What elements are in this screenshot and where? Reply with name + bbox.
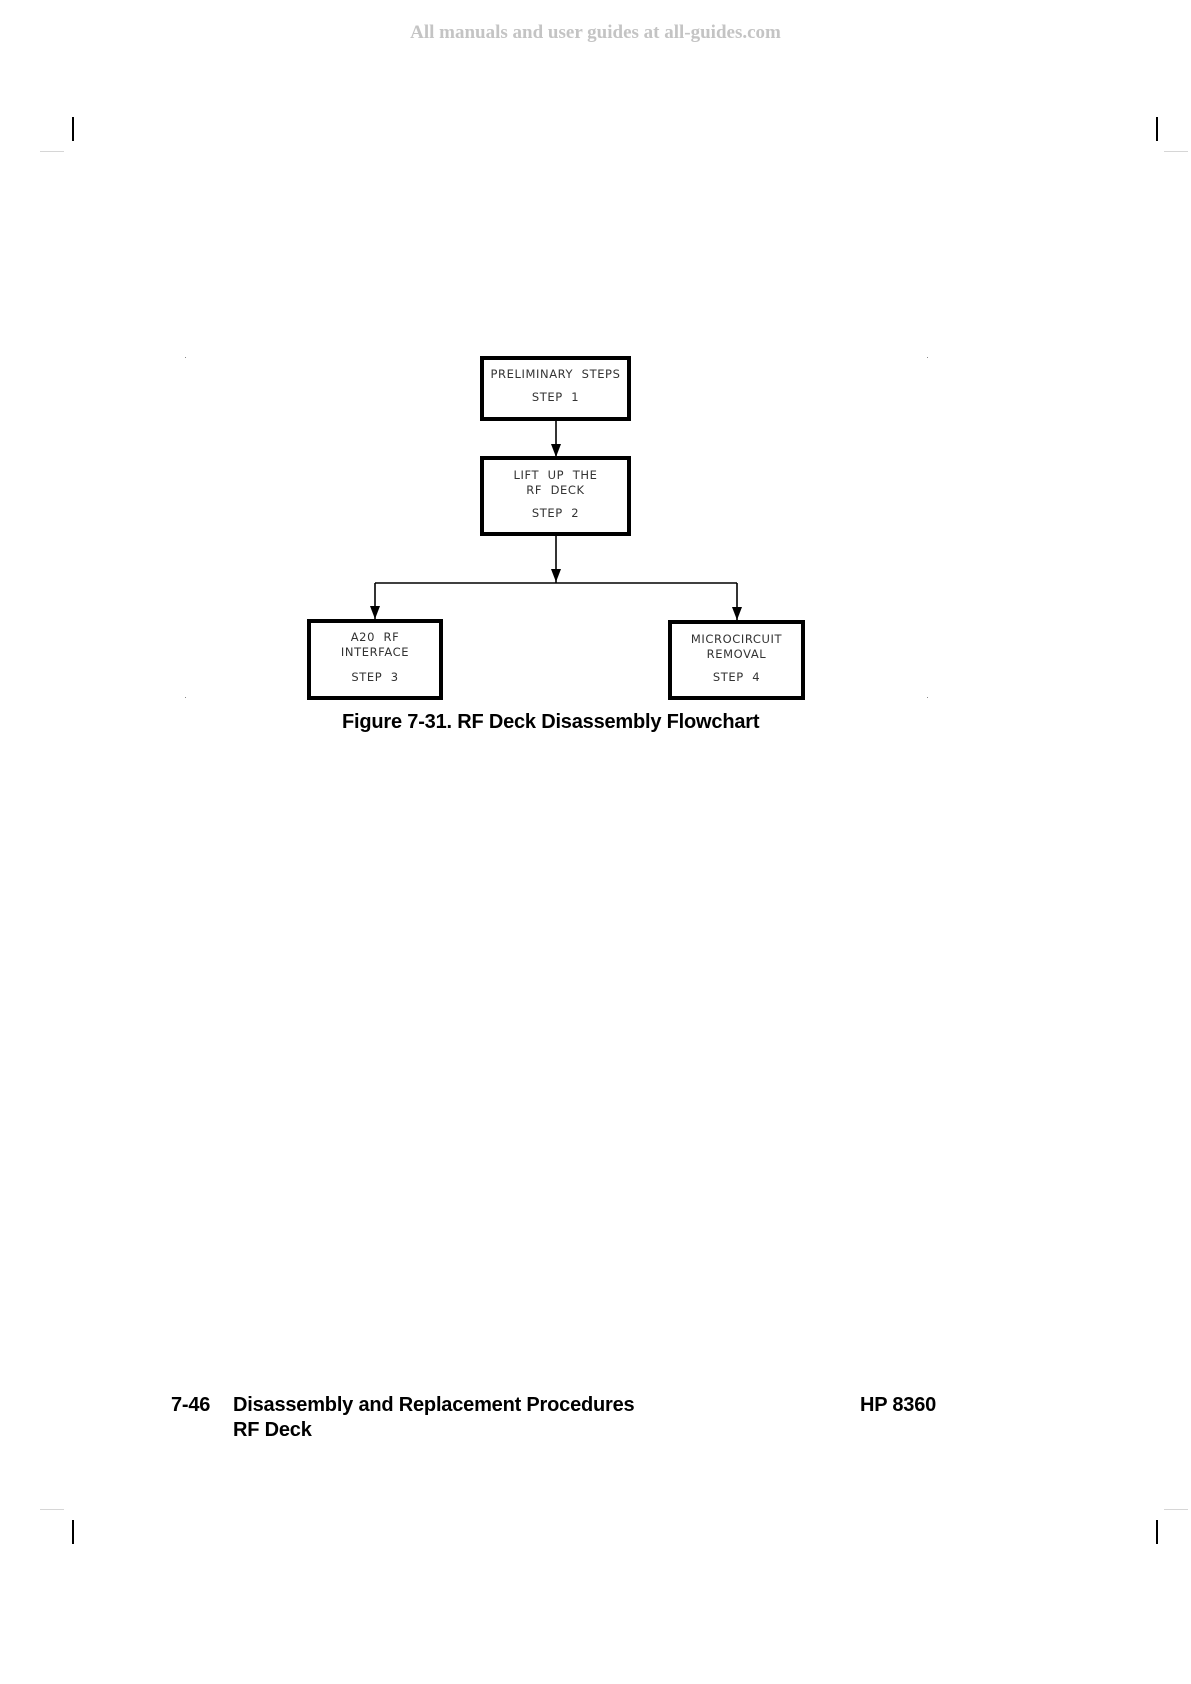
box-step-label: STEP 2 [484, 506, 627, 521]
flowchart-box-step-4: MICROCIRCUIT REMOVAL STEP 4 [668, 620, 805, 700]
arrowhead-step4 [732, 607, 742, 620]
box-label-line: PRELIMINARY STEPS [484, 367, 627, 382]
box-step-label: STEP 3 [311, 670, 439, 685]
flowchart-box-step-2: LIFT UP THE RF DECK STEP 2 [480, 456, 631, 536]
box-label-line: INTERFACE [311, 645, 439, 660]
box-step-label: STEP 4 [672, 670, 801, 685]
figure-caption-text: Figure 7-31. RF Deck Disassembly Flowcha… [342, 711, 759, 733]
footer-chapter-title: Disassembly and Replacement Procedures [233, 1394, 634, 1417]
arrowhead-junction [551, 569, 561, 582]
arrowhead-step3 [370, 606, 380, 619]
flowchart-box-step-3: A20 RF INTERFACE STEP 3 [307, 619, 443, 700]
box-label-line: A20 RF [311, 630, 439, 645]
box-label-line: MICROCIRCUIT [672, 632, 801, 647]
figure-caption: Figure 7-31. RF Deck Disassembly Flowcha… [342, 711, 759, 734]
flowchart-box-step-1: PRELIMINARY STEPS STEP 1 [480, 356, 631, 421]
footer-page-number: 7-46 [171, 1394, 210, 1417]
box-label-line: REMOVAL [672, 647, 801, 662]
box-step-label: STEP 1 [484, 390, 627, 405]
box-label-line: LIFT UP THE [484, 468, 627, 483]
footer-product: HP 8360 [860, 1394, 936, 1417]
box-label-line: RF DECK [484, 483, 627, 498]
footer-section-title: RF Deck [233, 1419, 312, 1442]
